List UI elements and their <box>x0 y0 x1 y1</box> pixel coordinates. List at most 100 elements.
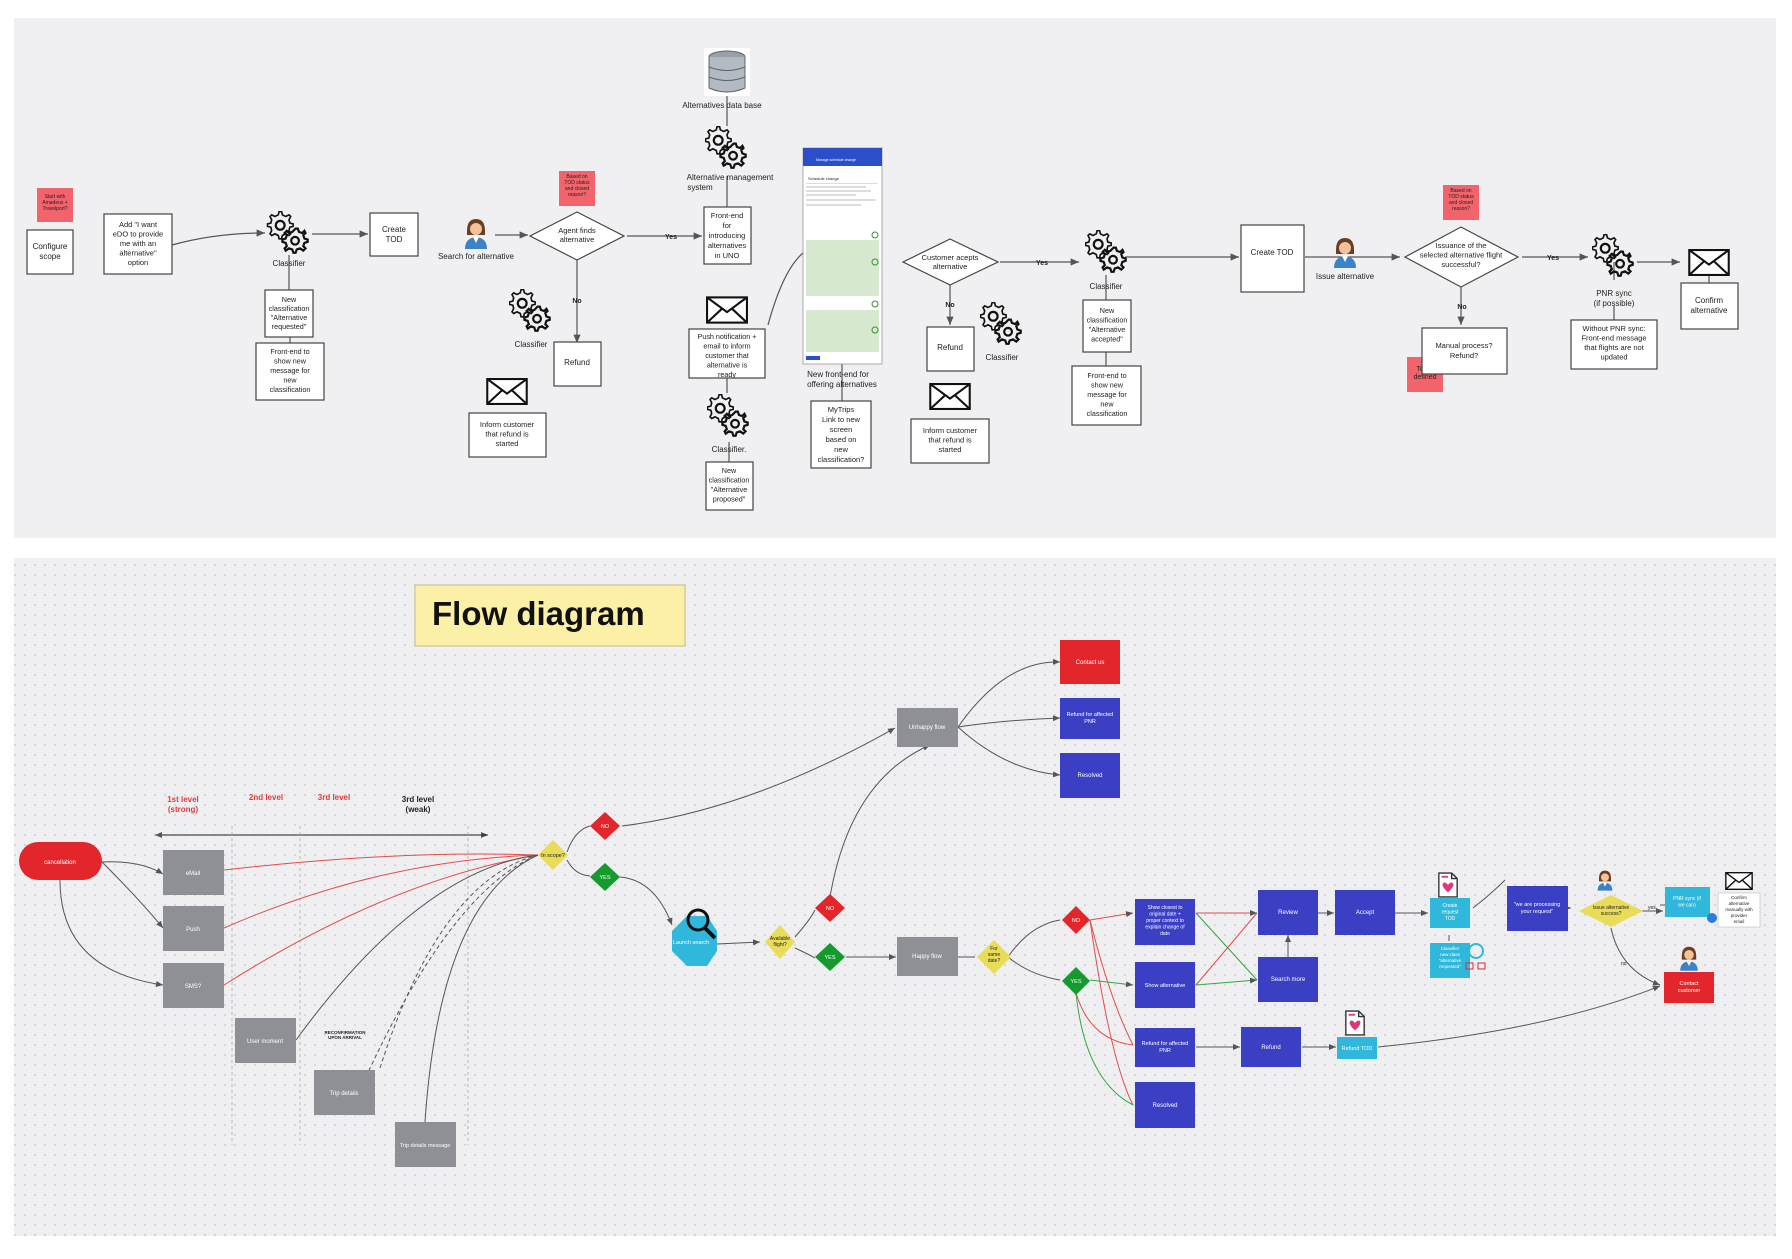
manual-process-box[interactable]: Manual process?Refund? <box>1421 327 1508 375</box>
yes-diamond-1[interactable]: YES <box>590 863 620 891</box>
panel-bottom <box>14 558 1776 1236</box>
classifier-4[interactable]: Classifier <box>980 302 1022 362</box>
svg-text:3rd level(weak): 3rd level(weak) <box>402 795 434 814</box>
launch-search-node[interactable]: Launch search <box>672 908 717 966</box>
yes-label-1: Yes <box>665 234 677 241</box>
svg-text:Push notification +email to in: Push notification +email to informcustom… <box>698 332 757 379</box>
refund-box-2[interactable]: Refund <box>926 326 975 372</box>
refund-box-1[interactable]: Refund <box>553 341 602 387</box>
svg-text:Contact us: Contact us <box>1076 660 1105 666</box>
svg-text:Resolved: Resolved <box>1152 1103 1177 1109</box>
refund-tod-node[interactable]: Refund TOD <box>1337 1010 1377 1059</box>
yes-label-3: Yes <box>1547 255 1559 262</box>
show-alternative-box[interactable]: Show alternative <box>1135 962 1195 1008</box>
flow-diagram-title[interactable]: Flow diagram <box>414 584 686 647</box>
svg-text:cancellation: cancellation <box>44 860 76 866</box>
yes-lower-label: yes <box>1648 905 1656 911</box>
review-box[interactable]: Review <box>1258 890 1318 935</box>
trip-details-box[interactable]: Trip details <box>314 1070 375 1115</box>
issue-alternative-agent[interactable]: Issue alternative <box>1316 238 1375 281</box>
user-moment-box[interactable]: User moment <box>235 1018 296 1063</box>
classifier-5[interactable]: Classifier <box>1085 230 1127 291</box>
classifier-2[interactable]: Classifier <box>509 289 551 349</box>
phone-mockup[interactable]: Manage schedule change Schedule change N… <box>802 147 883 389</box>
database-icon[interactable]: Alternatives data base <box>682 48 762 110</box>
svg-text:Push: Push <box>186 927 200 933</box>
accept-box[interactable]: Accept <box>1335 890 1395 935</box>
create-tod-box-2[interactable]: Create TOD <box>1240 224 1305 293</box>
cancellation-node[interactable]: cancellation <box>19 842 102 880</box>
happy-flow-box[interactable]: Happy flow <box>897 937 958 976</box>
panel-top <box>14 18 1776 538</box>
yes-diamond-3[interactable]: YES <box>1062 967 1090 995</box>
trip-details-message-box[interactable]: Trip details message <box>395 1122 456 1167</box>
svg-text:Manual process?Refund?: Manual process?Refund? <box>1435 341 1492 360</box>
in-scope-diamond[interactable]: In scope? <box>538 840 568 870</box>
push-box[interactable]: Push <box>163 906 224 951</box>
no-diamond-3[interactable]: NO <box>1062 906 1090 934</box>
no-diamond-2[interactable]: NO <box>815 894 845 922</box>
svg-text:Show alternative: Show alternative <box>1145 983 1186 989</box>
svg-text:2nd level: 2nd level <box>249 793 283 802</box>
resolved-box-1[interactable]: Resolved <box>1060 753 1120 798</box>
contact-us-box[interactable]: Contact us <box>1060 640 1120 684</box>
classifier-3[interactable]: Classifier. <box>707 394 749 454</box>
no-diamond-1[interactable]: NO <box>590 812 620 840</box>
sms-box[interactable]: SMS? <box>163 963 224 1008</box>
svg-text:Launch search: Launch search <box>673 940 709 946</box>
search-alternative-agent[interactable]: Search for alternative <box>438 219 515 261</box>
refund-box-3[interactable]: Refund <box>1241 1027 1301 1067</box>
classifier-1[interactable]: Classifier <box>266 211 309 268</box>
unhappy-flow-box[interactable]: Unhappy flow <box>897 708 958 747</box>
email-box[interactable]: eMail <box>163 850 224 895</box>
svg-text:Create TOD: Create TOD <box>1251 248 1294 257</box>
search-more-box[interactable]: Search more <box>1258 957 1318 1002</box>
pnr-sync-node[interactable]: PNR sync(if possible) <box>1592 234 1635 308</box>
svg-text:Classifier: Classifier <box>273 259 306 268</box>
resolved-box-2[interactable]: Resolved <box>1135 1082 1195 1128</box>
yes-diamond-2[interactable]: YES <box>815 943 845 971</box>
level-labels: 1st level(strong) 2nd level 3rd level 3r… <box>155 793 488 1145</box>
